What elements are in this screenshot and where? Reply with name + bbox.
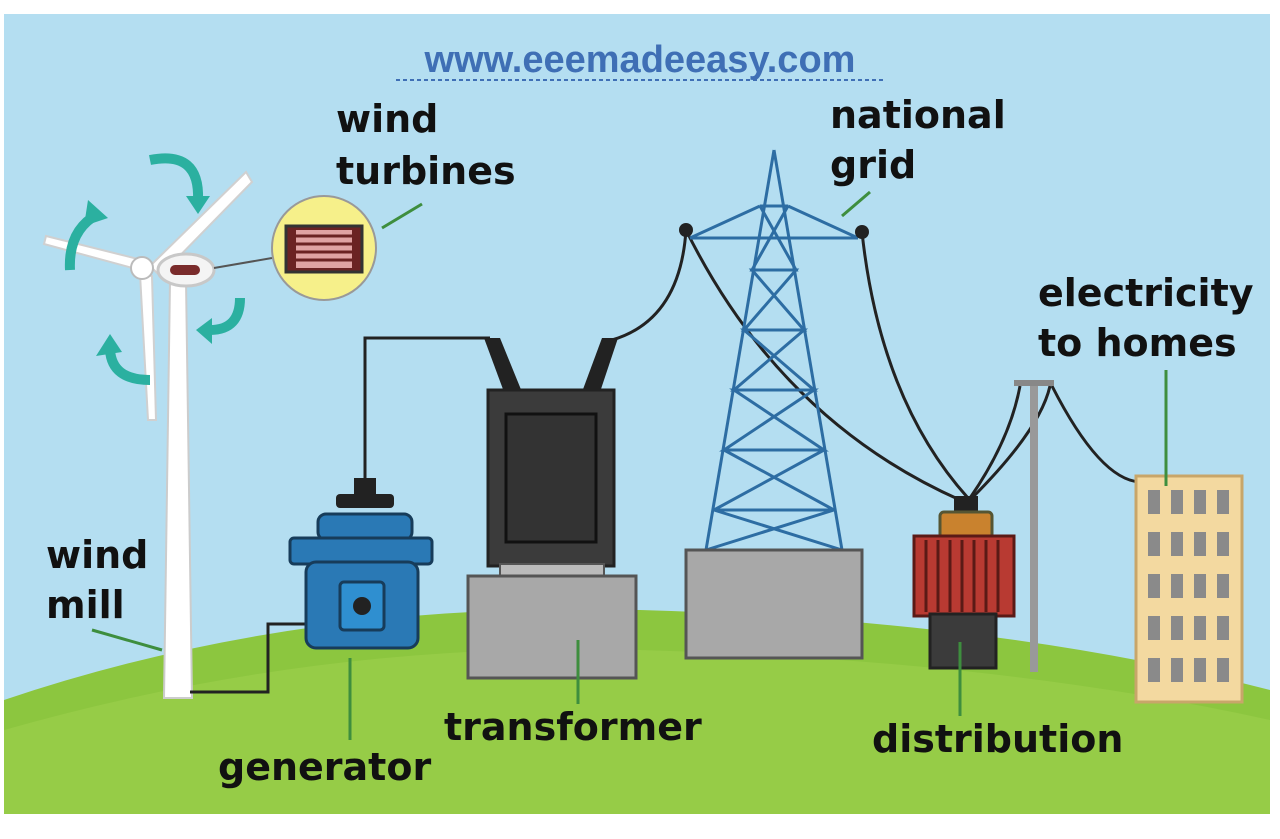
building-window [1194,616,1206,640]
wire-grid-left-to-distribution [684,229,961,502]
building-window [1148,616,1160,640]
building-window [1194,574,1206,598]
turbine-zoom-inset [213,195,377,301]
transformer-panel [504,412,598,544]
transformer-base [466,574,638,680]
windmill-tower [162,279,194,699]
label-transformer: transformer [444,705,702,749]
building-window [1194,490,1206,514]
leader-national-grid [841,190,871,218]
building-window [1148,574,1160,598]
building-window [1217,490,1229,514]
building-window [1171,490,1183,514]
website-url[interactable]: www.eeemadeeasy.com [424,39,856,81]
building-window [1171,658,1183,682]
label-wind-mill-line1: wind [46,533,148,577]
wire-grid-right-to-distribution [860,231,970,500]
generator-shaft-cap [354,478,376,496]
building-window [1194,658,1206,682]
wires [190,229,1141,694]
label-national-grid-line1: national [830,93,1006,137]
building-window [1217,532,1229,556]
leader-wind-mill [91,628,163,652]
building-window [1217,574,1229,598]
pylon-arm-brace [787,204,859,240]
wire-distribution-to-pole-2 [970,385,1052,500]
national-grid-pylon [689,149,859,552]
rotation-arrow-icon [149,153,204,201]
distribution-transformer [912,496,1016,670]
pylon-lattice [705,205,835,552]
label-national-grid-line2: grid [830,143,916,187]
pylon-arm-brace [689,204,761,240]
utility-pole [1014,380,1054,672]
windmill-hub [130,256,154,280]
label-electricity-line2: to homes [1038,321,1237,365]
label-wind-turbines-line2: turbines [336,149,516,193]
generator-flange [288,536,434,566]
insulator-right [855,225,869,239]
wire-transformer-to-grid [611,229,688,342]
transformer-bushing-left [484,338,522,392]
wire-pole-to-building [1050,385,1141,484]
rotation-arrow-head-icon [196,318,212,344]
building-window [1171,574,1183,598]
pylon-base [684,548,864,660]
windmill [42,153,254,699]
label-wind-mill-line2: mill [46,583,125,627]
zoom-connector [213,257,273,269]
building-window [1217,616,1229,640]
coil-stripes [924,540,1000,612]
hill-highlight [4,649,1270,814]
leader-wind-turbines [381,202,423,230]
label-wind-turbines-line1: wind [336,97,438,141]
pole-shaft [1030,384,1038,672]
rotation-arrow-icon [209,297,245,335]
rotation-arrow-icon [105,349,151,385]
leader-lines [91,190,1168,740]
building-window [1148,490,1160,514]
wire-generator-to-transformer [363,336,490,484]
building-window [1148,658,1160,682]
transformer-bushing-right [582,338,618,392]
distribution-base [928,612,998,670]
insulator-left [679,223,693,237]
building-window [1171,616,1183,640]
building-window [1148,532,1160,556]
rotation-arrow-head-icon [186,196,210,214]
windmill-blade-up [148,170,254,278]
generator-top [316,512,414,542]
building-windows [1148,490,1229,682]
pylon-leg-right [772,149,844,551]
wire-distribution-to-pole [968,385,1022,499]
nacelle-window [170,265,200,275]
distribution-terminals [954,496,978,514]
wire-mill-to-generator [190,622,310,694]
label-generator: generator [218,745,431,789]
pylon-leg-left [704,149,776,551]
rotation-arrow-head-icon [96,334,122,356]
label-distribution: distribution [872,717,1123,761]
generator [288,478,434,650]
label-electricity-line1: electricity [1038,271,1254,315]
building-window [1194,532,1206,556]
generator-knob [353,597,371,615]
building-window [1171,532,1183,556]
distribution-cap [938,510,994,540]
apartment-building [1134,474,1244,704]
building-window [1217,658,1229,682]
generator-shaft-base [336,494,394,508]
pole-crossarm [1014,380,1054,386]
rotation-arrow-head-icon [84,200,108,226]
transformer [466,338,638,680]
